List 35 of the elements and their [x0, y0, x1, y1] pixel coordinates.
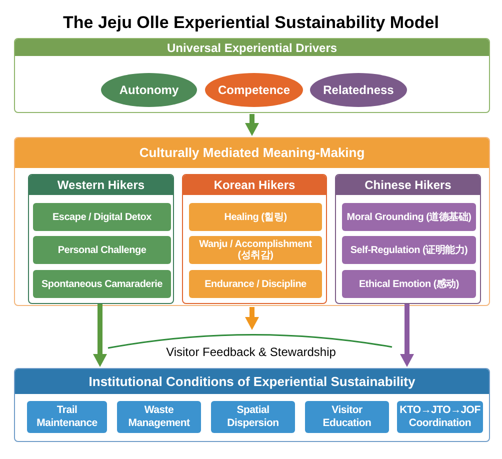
- theme-box: Healing (힐링): [189, 203, 322, 231]
- arrow: [93, 304, 107, 367]
- driver-ellipse: Competence: [205, 73, 303, 107]
- driver-ellipse: Autonomy: [101, 73, 197, 107]
- column-header: Chinese Hikers: [336, 175, 480, 195]
- condition-box: Spatial Dispersion: [211, 401, 295, 433]
- column-panel: [335, 174, 481, 304]
- column-panel: [182, 174, 327, 304]
- panel-header: Institutional Conditions of Experiential Sustainability: [15, 369, 489, 394]
- panel-header: Culturally Mediated Meaning-Making: [15, 138, 489, 168]
- feedback-label: Visitor Feedback & Stewardship: [165, 344, 337, 361]
- theme-box: Self-Regulation (证明能力): [342, 236, 476, 264]
- theme-box: Wanju / Accomplishment (성취감): [189, 236, 322, 264]
- section-panel: [14, 368, 490, 442]
- condition-box: Trail Maintenance: [27, 401, 107, 433]
- theme-box: Moral Grounding (道德基础): [342, 203, 476, 231]
- arrow: [400, 304, 414, 367]
- theme-box: Personal Challenge: [33, 236, 171, 264]
- theme-box: Spontaneous Camaraderie: [33, 270, 171, 298]
- condition-box: Waste Management: [117, 401, 201, 433]
- theme-box: Escape / Digital Detox: [33, 203, 171, 231]
- column-panel: [28, 174, 174, 304]
- column-header: Western Hikers: [29, 175, 173, 195]
- section-panel: [14, 137, 490, 306]
- arrow: [245, 307, 259, 330]
- panel-header: Universal Experiential Drivers: [15, 39, 489, 56]
- theme-box: Ethical Emotion (感动): [342, 270, 476, 298]
- condition-box: Visitor Education: [305, 401, 389, 433]
- column-header: Korean Hikers: [183, 175, 326, 195]
- driver-ellipse: Relatedness: [310, 73, 407, 107]
- diagram-title: The Jeju Olle Experiential Sustainability Model: [62, 12, 440, 34]
- condition-box: KTO→JTO→JOF Coordination: [397, 401, 483, 433]
- theme-box: Endurance / Discipline: [189, 270, 322, 298]
- section-panel: [14, 38, 490, 113]
- arrow: [245, 114, 259, 136]
